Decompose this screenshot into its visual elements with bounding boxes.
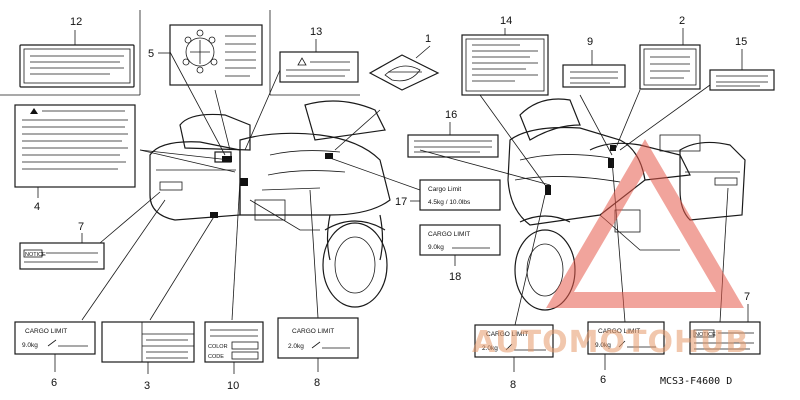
callout-6-left: 6	[51, 377, 57, 389]
label-3[interactable]	[101, 321, 195, 374]
callout-8-left: 8	[314, 377, 320, 389]
callout-10: 10	[227, 380, 239, 392]
motorcycle-rear-view	[149, 100, 391, 308]
callout-5: 5	[148, 48, 154, 60]
motorcycle-front-view	[507, 98, 746, 311]
callout-6-right: 6	[600, 374, 606, 386]
label-14[interactable]	[461, 28, 549, 96]
cargo-limit-value-8-left: 2.0kg	[288, 343, 304, 350]
callout-14: 14	[500, 15, 512, 27]
cargo-limit-title-17: Cargo Limit	[428, 186, 461, 193]
callout-9: 9	[587, 36, 593, 48]
label-2[interactable]	[639, 28, 701, 90]
callout-8-right: 8	[510, 379, 516, 391]
cargo-limit-title-6-right: CARGO LIMIT	[598, 328, 640, 335]
label-10[interactable]: COLOR CODE	[204, 321, 264, 374]
label-16[interactable]	[407, 122, 499, 158]
label-13[interactable]	[279, 39, 359, 83]
label-8-left[interactable]: CARGO LIMIT 2.0kg	[277, 317, 359, 372]
notice-text-left: NOTICE	[25, 252, 46, 258]
callout-16: 16	[445, 109, 457, 121]
cargo-limit-title-8-left: CARGO LIMIT	[292, 328, 334, 335]
label-15[interactable]	[709, 49, 775, 91]
label-9[interactable]	[562, 50, 626, 88]
notice-text-right: NOTICE	[695, 332, 716, 338]
callout-15: 15	[735, 36, 747, 48]
callout-3: 3	[144, 380, 150, 392]
label-6-left[interactable]: CARGO LIMIT 9.0kg	[14, 321, 96, 372]
label-17[interactable]: Cargo Limit 4.5kg / 10.0lbs	[410, 179, 501, 211]
section-dividers	[0, 10, 360, 96]
cargo-limit-value-18: 9.0kg	[428, 244, 444, 251]
diagram-code: MCS3-F4600 D	[660, 376, 732, 387]
label-6-right[interactable]: CARGO LIMIT 9.0kg	[587, 321, 665, 370]
label-12[interactable]	[19, 30, 135, 88]
cargo-limit-title-6-left: CARGO LIMIT	[25, 328, 67, 335]
cargo-limit-value-6-left: 9.0kg	[22, 342, 38, 349]
code-label: CODE	[208, 354, 224, 360]
callout-12: 12	[70, 16, 82, 28]
cargo-limit-title-8-right: CARGO LIMIT	[486, 331, 528, 338]
watermark-brand: AUTOMOTOHUB	[472, 325, 749, 360]
cargo-limit-value-8-right: 2.0kg	[482, 345, 498, 352]
label-7-right[interactable]: NOTICE	[689, 304, 761, 355]
callout-4: 4	[34, 201, 40, 213]
color-label: COLOR	[208, 344, 228, 350]
label-7-left[interactable]: NOTICE	[19, 233, 105, 270]
callout-2: 2	[679, 15, 685, 27]
label-4[interactable]	[14, 104, 136, 198]
cargo-limit-value-6-right: 9.0kg	[595, 342, 611, 349]
cargo-limit-value-17: 4.5kg / 10.0lbs	[428, 199, 471, 206]
label-18[interactable]: CARGO LIMIT 9.0kg	[419, 224, 501, 266]
label-1[interactable]	[368, 45, 440, 91]
callout-7-left: 7	[78, 221, 84, 233]
callout-18: 18	[449, 271, 461, 283]
leader-lines	[81, 51, 729, 326]
label-8-right[interactable]: CARGO LIMIT 2.0kg	[474, 324, 554, 372]
label-5[interactable]	[158, 24, 263, 86]
callout-7-right: 7	[744, 291, 750, 303]
cargo-limit-title-18: CARGO LIMIT	[428, 231, 470, 238]
automotohub-watermark: AUTOMOTOHUB	[472, 139, 749, 360]
callout-13: 13	[310, 26, 322, 38]
callout-1: 1	[425, 33, 431, 45]
callout-17: 17	[395, 196, 407, 208]
